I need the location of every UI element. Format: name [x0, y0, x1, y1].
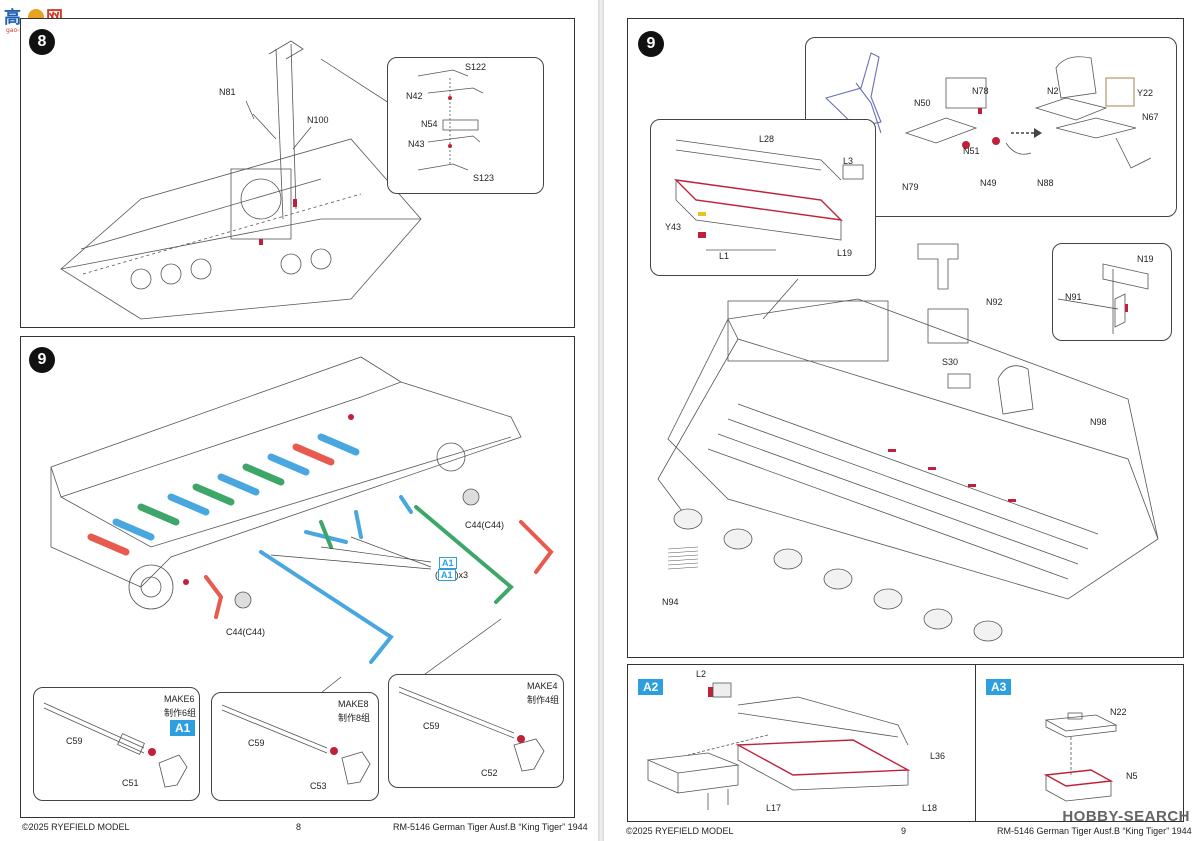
subassembly-4-box: MAKE4 制作4组 C59 C52 — [388, 674, 564, 788]
left-footer-page: 8 — [296, 822, 302, 832]
label-n78: N78 — [972, 86, 989, 96]
label-n2: N2 — [1047, 86, 1059, 96]
a2-tag: A2 — [638, 679, 664, 695]
label-c51: C51 — [122, 778, 139, 788]
label-n43: N43 — [408, 139, 425, 149]
step9-left-panel: 9 — [20, 336, 575, 818]
left-page: 高 网 gao-shou.com 8 — [0, 0, 598, 841]
bracket-callout: N19 N91 — [1052, 243, 1172, 341]
label-n50: N50 — [914, 98, 931, 108]
make8-cn-label: 制作8组 — [338, 713, 371, 723]
label-n19: N19 — [1137, 254, 1154, 264]
label-n98: N98 — [1090, 417, 1107, 427]
label-n51: N51 — [963, 146, 980, 156]
label-n54: N54 — [421, 119, 438, 129]
label-y22: Y22 — [1137, 88, 1154, 98]
page-gutter — [598, 0, 604, 841]
label-a1-callout: A1 — [439, 557, 457, 569]
label-n81: N81 — [219, 87, 236, 97]
storage-box-callout: L28 L3 Y43 L1 L19 — [650, 119, 876, 276]
step9-right-badge: 9 — [638, 31, 664, 57]
a1-tag: A1 — [170, 720, 196, 736]
label-c53: C53 — [310, 781, 327, 791]
right-page: 9 — [604, 0, 1200, 841]
label-n91: N91 — [1065, 292, 1082, 302]
label-l18: L18 — [922, 803, 938, 813]
label-c44-top: C44(C44) — [465, 520, 505, 530]
c59-c51-drawing — [43, 702, 188, 788]
label-n42: N42 — [406, 91, 423, 101]
label-n100: N100 — [307, 115, 329, 125]
c59-c53-drawing — [221, 704, 371, 785]
step8-badge: 8 — [29, 29, 55, 55]
label-n88: N88 — [1037, 178, 1054, 188]
hobby-search-watermark: HOBBY-SEARCH — [1062, 808, 1190, 825]
label-y43: Y43 — [665, 222, 682, 232]
subassembly-a1-box: MAKE6 制作6组 A1 C59 C51 — [33, 687, 200, 801]
right-footer-title: RM-5146 German Tiger Ausf.B “King Tiger”… — [997, 826, 1192, 836]
label-l28: L28 — [759, 134, 775, 144]
label-n94: N94 — [662, 597, 679, 607]
a3-box-drawing — [1043, 712, 1118, 802]
label-l1: L1 — [719, 251, 730, 261]
label-s30: S30 — [942, 357, 959, 367]
storage-box-drawing — [674, 139, 864, 251]
make8-label: MAKE8 — [338, 699, 369, 709]
label-c59-c: C59 — [423, 721, 440, 731]
label-n79: N79 — [902, 182, 919, 192]
left-footer-copyright: ©2025 RYEFIELD MODEL — [22, 822, 130, 832]
label-n92: N92 — [986, 297, 1003, 307]
label-l19: L19 — [837, 248, 853, 258]
make6-label: MAKE6 — [164, 694, 195, 704]
left-footer-title: RM-5146 German Tiger Ausf.B “King Tiger”… — [393, 822, 588, 832]
step9-right-hull-drawing — [657, 243, 1159, 642]
label-l2: L2 — [696, 669, 707, 679]
label-n67: N67 — [1142, 112, 1159, 122]
a2-panel: A2 L2 L36 L17 L18 — [627, 664, 977, 822]
make6-cn-label: 制作6组 — [164, 708, 197, 718]
label-n5: N5 — [1126, 771, 1138, 781]
label-l3: L3 — [843, 156, 854, 166]
label-c59-b: C59 — [248, 738, 265, 748]
step9-torsion-bar-drawing — [50, 356, 554, 710]
label-l17: L17 — [766, 803, 782, 813]
label-c44-bottom: C44(C44) — [226, 627, 266, 637]
label-s122: S122 — [465, 62, 487, 72]
label-l36: L36 — [930, 751, 946, 761]
label-s123: S123 — [473, 173, 495, 183]
step9-right-panel: 9 — [627, 18, 1184, 658]
step8-callout: S122 N42 N54 N43 S123 — [387, 57, 544, 194]
right-footer-copyright: ©2025 RYEFIELD MODEL — [626, 826, 734, 836]
right-footer-page: 9 — [901, 826, 907, 836]
label-n22: N22 — [1110, 707, 1127, 717]
subassembly-8-box: MAKE8 制作8组 C59 C53 — [211, 692, 379, 801]
label-n49: N49 — [980, 178, 997, 188]
make4-label: MAKE4 — [527, 681, 558, 691]
bracket-drawing — [1102, 263, 1149, 334]
callout-parts-drawing — [417, 69, 484, 171]
label-c59-a: C59 — [66, 736, 83, 746]
c59-c52-drawing — [398, 686, 545, 772]
make4-cn-label: 制作4组 — [527, 695, 560, 705]
a3-tag: A3 — [986, 679, 1012, 695]
a3-panel: A3 N22 N5 — [975, 664, 1184, 822]
label-c52: C52 — [481, 768, 498, 778]
step8-panel: 8 N81 N100 — [20, 18, 575, 328]
step9-left-badge: 9 — [29, 347, 55, 373]
svg-text:高: 高 — [4, 7, 21, 28]
label-a1-multiplier: (A1)x3 — [435, 569, 469, 581]
seat-assembly-drawing — [824, 52, 1152, 169]
a2-box-drawing — [646, 682, 911, 810]
